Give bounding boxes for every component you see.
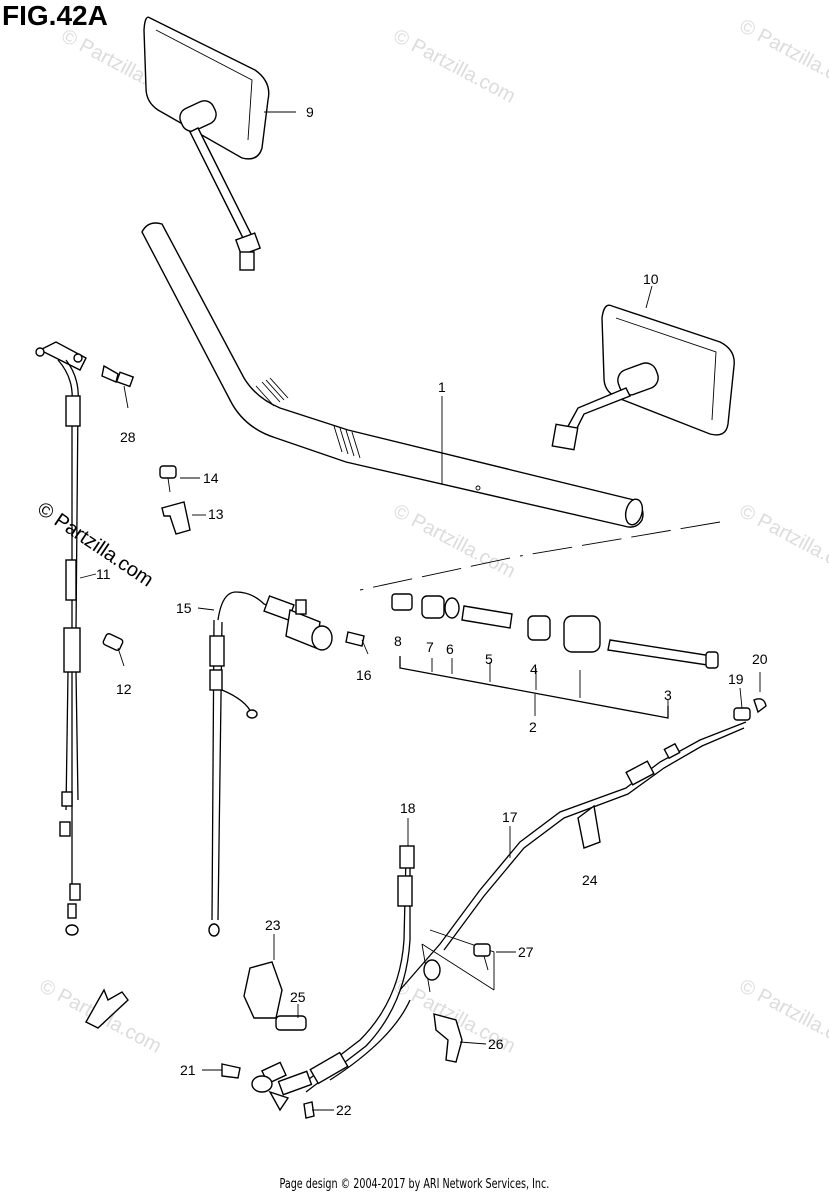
callout-11: 11 xyxy=(96,566,111,582)
callout-9: 9 xyxy=(306,104,314,120)
callout-21: 21 xyxy=(180,1062,196,1078)
bolt-12 xyxy=(102,633,125,667)
callout-16: 16 xyxy=(356,667,372,683)
handlebar xyxy=(141,222,644,528)
cable-left xyxy=(35,341,135,936)
mirror-right xyxy=(551,304,735,451)
watermark: © Partzilla.com xyxy=(736,500,829,583)
callout-10: 10 xyxy=(643,271,659,287)
callout-2: 2 xyxy=(529,719,537,735)
watermark: © Partzilla.com xyxy=(736,975,829,1058)
callout-3: 3 xyxy=(664,687,672,703)
watermark: © Partzilla.com xyxy=(736,15,829,98)
callout-24: 24 xyxy=(582,872,598,888)
cable-18 xyxy=(261,845,415,1096)
callout-7: 7 xyxy=(426,639,434,655)
callout-8: 8 xyxy=(394,633,402,649)
callouts: 9 10 1 8 7 6 5 4 3 2 20 19 11 12 13 14 1… xyxy=(79,104,768,1118)
mirror-left xyxy=(143,16,270,271)
callout-27: 27 xyxy=(518,944,534,960)
watermarks: © Partzilla.com © Partzilla.com © Partzi… xyxy=(36,15,829,1058)
figure-title: FIG.42A xyxy=(2,0,108,31)
switch-cover-23 xyxy=(221,961,315,1119)
clamp-13 xyxy=(159,465,191,535)
watermark: © Partzilla.com xyxy=(390,25,519,108)
callout-17: 17 xyxy=(502,809,518,825)
callout-20: 20 xyxy=(752,651,768,667)
callout-14: 14 xyxy=(203,470,219,486)
callout-25: 25 xyxy=(290,989,306,1005)
callout-6: 6 xyxy=(446,641,454,657)
callout-22: 22 xyxy=(336,1102,352,1118)
callout-12: 12 xyxy=(116,681,132,697)
callout-1: 1 xyxy=(438,379,446,395)
fwd-arrow: FWD xyxy=(85,988,129,1029)
callout-26: 26 xyxy=(488,1036,504,1052)
bracket-26 xyxy=(421,929,495,1063)
cable-17 xyxy=(399,698,767,991)
callout-4: 4 xyxy=(530,661,538,677)
callout-5: 5 xyxy=(485,651,493,667)
cable-15 xyxy=(208,591,369,937)
bar-end-parts xyxy=(391,593,719,669)
callout-15: 15 xyxy=(176,600,192,616)
callout-13: 13 xyxy=(208,506,224,522)
callout-28: 28 xyxy=(120,429,136,445)
page-footer: Page design © 2004-2017 by ARI Network S… xyxy=(279,1177,550,1192)
callout-18: 18 xyxy=(400,800,416,816)
callout-19: 19 xyxy=(728,671,744,687)
callout-23: 23 xyxy=(265,917,281,933)
